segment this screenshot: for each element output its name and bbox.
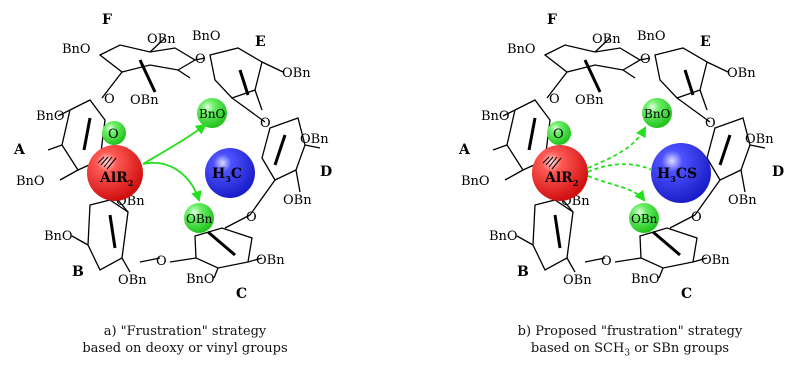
blue-sphere-h3c <box>205 148 255 198</box>
blue-sphere-h3cs <box>651 143 711 203</box>
dashed-interaction-line <box>587 163 653 173</box>
substituent-label: OBn <box>256 253 285 268</box>
dashed-arrow-to-obn <box>587 175 646 202</box>
substituent-label: BnO <box>186 272 215 287</box>
ring-letter-f: F <box>547 12 557 28</box>
substituent-label: OBn <box>563 273 592 288</box>
ring-oxygen-label: O <box>246 210 257 225</box>
caption-b: b) Proposed "frustration" strategy based… <box>495 323 765 363</box>
dashed-arrow-to-bno <box>587 126 647 169</box>
green-sphere-bno <box>642 98 672 128</box>
sphere-label: OBn <box>186 212 213 226</box>
green-sphere-o <box>547 121 571 145</box>
ring-letter-c: C <box>681 286 692 302</box>
green-sphere-obn <box>629 203 659 233</box>
sphere-label: BnO <box>644 107 671 121</box>
red-sphere-alr2 <box>532 145 588 201</box>
substituent-label: OBn <box>282 66 311 81</box>
green-sphere-obn <box>184 203 214 233</box>
sphere-label: H3CS <box>657 166 697 184</box>
substituent-label: BnO <box>192 29 221 44</box>
ring-letter-b: B <box>517 264 529 280</box>
substituent-label: BnO <box>507 42 536 57</box>
substituent-label: OBn <box>118 273 147 288</box>
substituent-label: BnO <box>631 272 660 287</box>
ring-letter-b: B <box>72 264 84 280</box>
ring-letter-f: F <box>102 12 112 28</box>
ring-letter-d: D <box>320 164 332 180</box>
sphere-label: AlR2 <box>544 170 578 188</box>
substituent-label: BnO <box>637 29 666 44</box>
red-sphere-alr2 <box>87 145 143 201</box>
substituent-label: OBn <box>592 32 621 47</box>
arrow-to-bno <box>142 123 207 165</box>
substituent-label: OBn <box>575 93 604 108</box>
substituent-label: OBn <box>300 132 329 147</box>
substituent-label: OBn <box>745 132 774 147</box>
ring-letter-d: D <box>772 164 784 180</box>
ring-oxygen-label: O <box>104 92 115 107</box>
ring-letter-e: E <box>700 34 711 50</box>
substituent-label: BnO <box>481 109 510 124</box>
hashed-bond <box>97 156 117 170</box>
sphere-label: H3C <box>212 166 242 184</box>
green-sphere-o <box>102 121 126 145</box>
hashed-bond <box>542 156 562 170</box>
substituent-label: OBn <box>147 32 176 47</box>
substituent-label: BnO <box>44 229 73 244</box>
ring-oxygen-label: O <box>549 92 560 107</box>
sphere-label: BnO <box>199 107 226 121</box>
ring-oxygen-label: O <box>195 52 206 67</box>
ring-letter-a: A <box>458 142 471 158</box>
substituent-label: BnO <box>461 174 490 189</box>
substituent-label: BnO <box>62 42 91 57</box>
ring-oxygen-label: O <box>640 52 651 67</box>
sphere-label: OBn <box>631 212 658 226</box>
panel-a: O O O O O O OBn BnO OBn BnO OBn BnO BnO … <box>13 12 332 302</box>
caption-a-line1: a) "Frustration" strategy <box>103 324 267 339</box>
panel-b: O O O O O O OBn BnO OBn BnO OBn BnO BnO … <box>458 12 784 302</box>
sphere-label: AlR2 <box>99 170 133 188</box>
caption-b-line1: b) Proposed "frustration" strategy <box>517 324 743 339</box>
substituent-label: BnO <box>489 229 518 244</box>
substituent-label: BnO <box>36 109 65 124</box>
substituent-label: OBn <box>283 193 312 208</box>
substituent-label: OBn <box>701 253 730 268</box>
substituent-label: OBn <box>727 66 756 81</box>
ring-letter-e: E <box>255 34 266 50</box>
ring-oxygen-label: O <box>705 116 716 131</box>
caption-b-line2: based on SCH3 or SBn groups <box>530 341 730 359</box>
ring-oxygen-label: O <box>601 254 612 269</box>
arrow-to-obn <box>142 162 202 203</box>
ring-letter-c: C <box>236 286 247 302</box>
ring-oxygen-label: O <box>691 210 702 225</box>
caption-a-line2: based on deoxy or vinyl groups <box>82 341 288 356</box>
substituent-label: BnO <box>16 174 45 189</box>
green-sphere-bno <box>197 98 227 128</box>
substituent-label: OBn <box>728 193 757 208</box>
caption-a: a) "Frustration" strategy based on deoxy… <box>60 323 310 357</box>
ring-oxygen-label: O <box>260 116 271 131</box>
macrocycle-bonds-b <box>492 37 766 279</box>
sphere-label: O <box>553 127 564 142</box>
sphere-label: O <box>108 127 119 142</box>
ring-oxygen-label: O <box>156 254 167 269</box>
substituent-label: OBn <box>130 93 159 108</box>
macrocycle-bonds-a <box>47 37 321 279</box>
ring-letter-a: A <box>13 142 26 158</box>
